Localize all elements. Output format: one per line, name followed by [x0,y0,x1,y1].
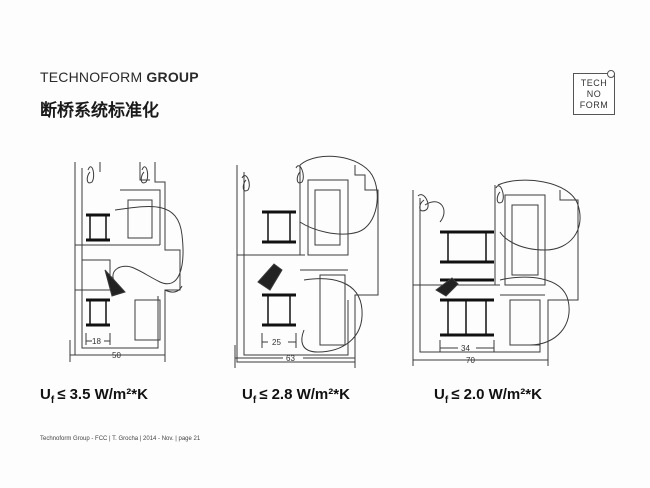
uf-value: ≤ 3.5 W/m²*K [57,386,148,403]
registered-mark-icon [607,70,615,78]
logo-line-3: FORM [579,100,609,110]
profile-1-uf-label: Uf≤ 3.5 W/m²*K [40,386,148,406]
uf-value: ≤ 2.8 W/m²*K [259,386,350,403]
logo-line-2: NO [586,89,602,99]
profile-2-dim-inner: 25 [272,338,281,347]
footer-text: Technoform Group - FCC | T. Grocha | 201… [40,436,201,442]
uf-subscript: f [252,395,257,406]
profile-3-drawing [412,179,581,366]
profile-2-uf-label: Uf≤ 2.8 W/m²*K [242,386,350,406]
uf-subscript: f [50,395,55,406]
uf-value: ≤ 2.0 W/m²*K [451,386,542,403]
profile-2-dim-outer: 63 [286,354,295,363]
profile-3-dim-inner: 34 [461,344,470,353]
profile-1-dim-inner: 18 [92,337,101,346]
profile-3-uf-label: Uf≤ 2.0 W/m²*K [434,386,542,406]
uf-subscript: f [444,395,449,406]
technoform-logo: TECH NO FORM [573,73,615,115]
uf-prefix: U [434,386,445,403]
profile-1-drawing [69,162,184,362]
profile-1-dim-outer: 50 [112,351,121,360]
uf-prefix: U [242,386,253,403]
profile-2-drawing [234,155,379,368]
profile-3-dim-outer: 70 [466,356,475,365]
brand-light: TECHNOFORM [40,69,143,85]
page-title: 断桥系统标准化 [40,101,159,121]
brand-wordmark: TECHNOFORM GROUP [40,69,199,85]
uf-prefix: U [40,386,51,403]
logo-line-1: TECH [580,78,608,88]
brand-bold: GROUP [146,69,199,85]
